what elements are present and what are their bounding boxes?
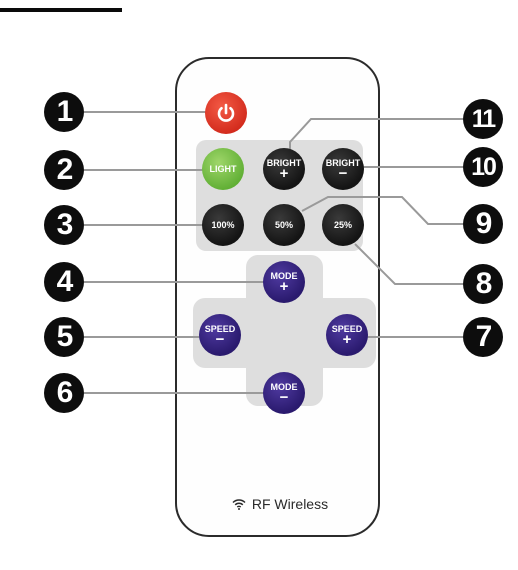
speed-down-button[interactable]: SPEED − xyxy=(199,314,241,356)
rf-wireless-label: RF Wireless xyxy=(251,496,329,512)
bright-down-button[interactable]: BRIGHT − xyxy=(322,148,364,190)
callout-10: 10 xyxy=(463,147,503,187)
callout-7: 7 xyxy=(463,317,503,357)
brightness-25-label: 25% xyxy=(333,220,352,230)
minus-icon: − xyxy=(279,389,289,406)
callout-11: 11 xyxy=(463,99,503,139)
callout-6: 6 xyxy=(44,373,84,413)
callout-8: 8 xyxy=(463,264,503,304)
brightness-100-button[interactable]: 100% xyxy=(202,204,244,246)
bright-down-label: BRIGHT xyxy=(325,158,361,168)
brightness-100-label: 100% xyxy=(211,220,235,230)
plus-icon: + xyxy=(279,278,289,295)
mode-up-button[interactable]: MODE + xyxy=(263,261,305,303)
bright-up-label: BRIGHT xyxy=(266,158,302,168)
power-button[interactable] xyxy=(205,92,247,134)
brightness-25-button[interactable]: 25% xyxy=(322,204,364,246)
brightness-50-button[interactable]: 50% xyxy=(263,204,305,246)
speed-down-label: SPEED xyxy=(204,324,236,334)
light-button-label: LIGHT xyxy=(209,164,237,174)
callout-1: 1 xyxy=(44,92,84,132)
plus-icon: + xyxy=(279,165,289,182)
wifi-icon xyxy=(232,499,246,510)
callout-4: 4 xyxy=(44,262,84,302)
bright-up-button[interactable]: BRIGHT + xyxy=(263,148,305,190)
speed-up-label: SPEED xyxy=(331,324,363,334)
callout-5: 5 xyxy=(44,317,84,357)
mode-down-button[interactable]: MODE − xyxy=(263,372,305,414)
callout-9: 9 xyxy=(463,204,503,244)
rf-wireless-footer: RF Wireless xyxy=(200,493,360,515)
minus-icon: − xyxy=(338,165,348,182)
mode-down-label: MODE xyxy=(270,382,298,392)
speed-up-button[interactable]: SPEED + xyxy=(326,314,368,356)
callout-2: 2 xyxy=(44,150,84,190)
brightness-50-label: 50% xyxy=(274,220,293,230)
top-rule xyxy=(0,8,122,12)
callout-3: 3 xyxy=(44,205,84,245)
light-button[interactable]: LIGHT xyxy=(202,148,244,190)
plus-icon: + xyxy=(342,331,352,348)
power-icon xyxy=(217,103,235,122)
mode-up-label: MODE xyxy=(270,271,298,281)
minus-icon: − xyxy=(215,331,225,348)
